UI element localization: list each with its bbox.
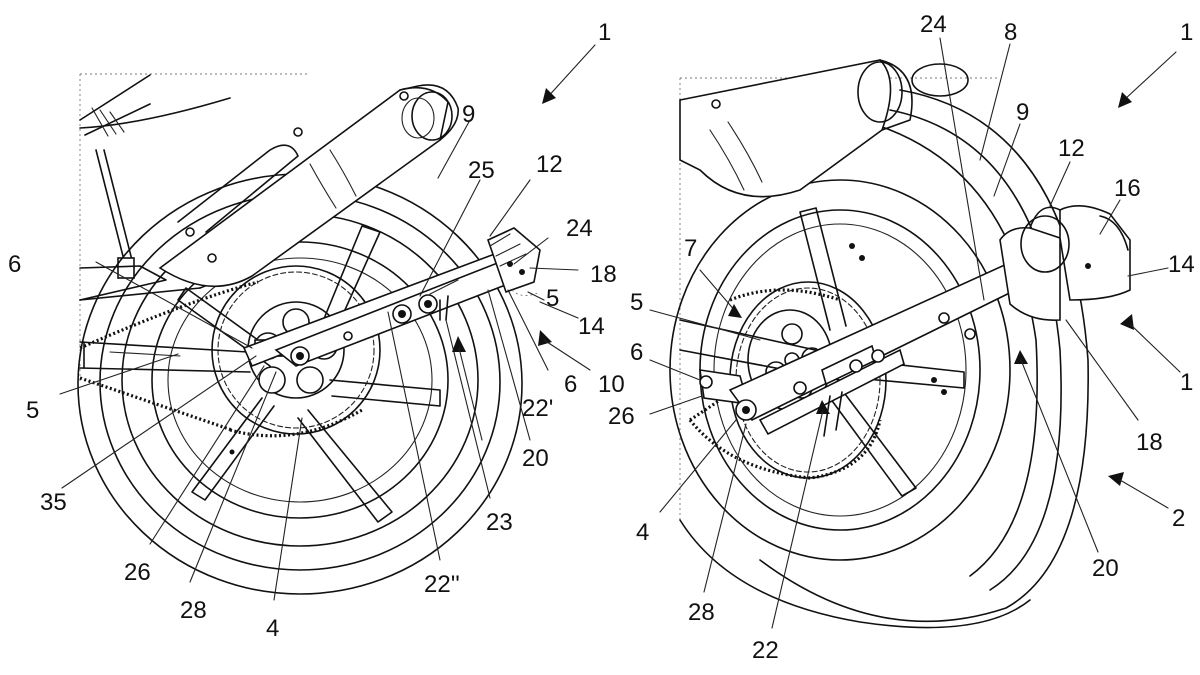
left-label: 24 [566,215,593,242]
right-label: 14 [1168,251,1195,278]
right-label: 5 [630,289,643,316]
left-label: 12 [536,151,563,178]
left-chain [79,280,363,438]
left-label: 1 [598,19,611,46]
right-reference-labels: 24 8 1 9 12 16 14 7 5 6 26 1 18 2 20 4 2… [608,11,1195,664]
right-chain [688,288,882,480]
left-label: 35 [40,489,67,516]
left-label: 26 [124,559,151,586]
right-leader-lines [649,37,1181,629]
left-label: 22' [522,395,553,422]
left-label: 6 [564,371,577,398]
left-label: 14 [578,313,605,340]
right-label: 1 [1180,369,1193,396]
right-label: 22 [752,637,779,664]
left-label: 18 [590,261,617,288]
right-label: 24 [920,11,947,38]
right-rear-wheel [669,89,1089,629]
right-label: 2 [1172,505,1185,532]
left-label: 23 [486,509,513,536]
rear-frame [79,74,231,279]
left-label: 6 [8,251,21,278]
right-label: 8 [1004,19,1017,46]
right-label: 20 [1092,555,1119,582]
left-label: 22'' [424,571,460,598]
right-label: 18 [1136,429,1163,456]
right-label: 6 [630,339,643,366]
right-label: 1 [1180,19,1193,46]
right-stand-arm [728,205,1131,437]
right-label: 9 [1016,99,1029,126]
left-label: 28 [180,597,207,624]
right-view: 24 8 1 9 12 16 14 7 5 6 26 1 18 2 20 4 2… [608,11,1195,664]
right-label: 16 [1114,175,1141,202]
left-label: 20 [522,445,549,472]
left-stand-arm [242,227,541,368]
left-label: 9 [462,101,475,128]
right-label: 7 [684,235,697,262]
left-label: 5 [546,285,559,312]
left-label: 10 [598,371,625,398]
left-exhaust [79,84,459,301]
right-label: 26 [608,403,635,430]
left-label: 4 [266,615,279,642]
left-reference-labels: 1 9 25 12 24 18 5 14 6 10 22' 20 23 22''… [8,19,625,642]
right-exhaust [679,59,969,198]
right-label: 4 [636,519,649,546]
left-leader-lines [59,44,596,601]
right-label: 28 [688,599,715,626]
left-view: 1 9 25 12 24 18 5 14 6 10 22' 20 23 22''… [8,19,625,642]
right-label: 12 [1058,135,1085,162]
left-label: 5 [26,397,39,424]
left-label: 25 [468,157,495,184]
